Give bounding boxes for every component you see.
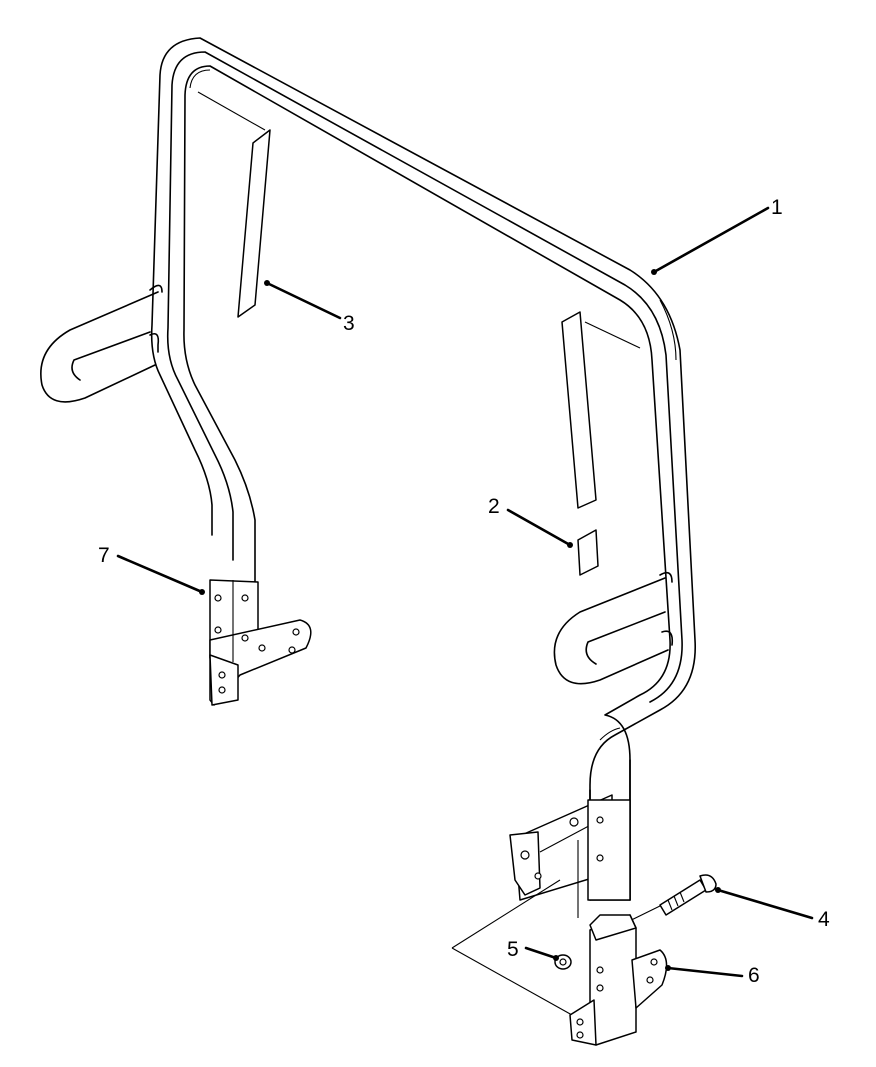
callout-label-5: 5 <box>507 938 519 961</box>
roll-bar-frame <box>150 37 696 901</box>
callout-label-2: 2 <box>488 495 500 518</box>
callout-group: 1 2 3 4 5 6 7 <box>98 196 830 987</box>
callout-label-7: 7 <box>98 544 110 567</box>
callout-4: 4 <box>715 887 830 931</box>
lower-bracket <box>569 914 668 1046</box>
callout-2: 2 <box>488 495 573 548</box>
left-handle-loop <box>40 284 163 403</box>
callout-1: 1 <box>651 196 783 275</box>
callout-label-1: 1 <box>771 196 783 219</box>
nut <box>554 954 572 970</box>
left-mount-bracket <box>209 579 312 706</box>
bolt <box>659 874 717 916</box>
decal-2 <box>561 311 641 576</box>
callout-label-3: 3 <box>343 312 355 335</box>
callout-5: 5 <box>507 938 559 961</box>
callout-3: 3 <box>264 280 355 335</box>
callout-7: 7 <box>98 544 205 595</box>
callout-label-4: 4 <box>818 908 830 931</box>
right-tube-end <box>577 799 631 918</box>
callout-6: 6 <box>665 964 760 987</box>
right-handle-loop <box>553 571 674 685</box>
decal-3 <box>237 129 271 318</box>
callout-label-6: 6 <box>748 964 760 987</box>
